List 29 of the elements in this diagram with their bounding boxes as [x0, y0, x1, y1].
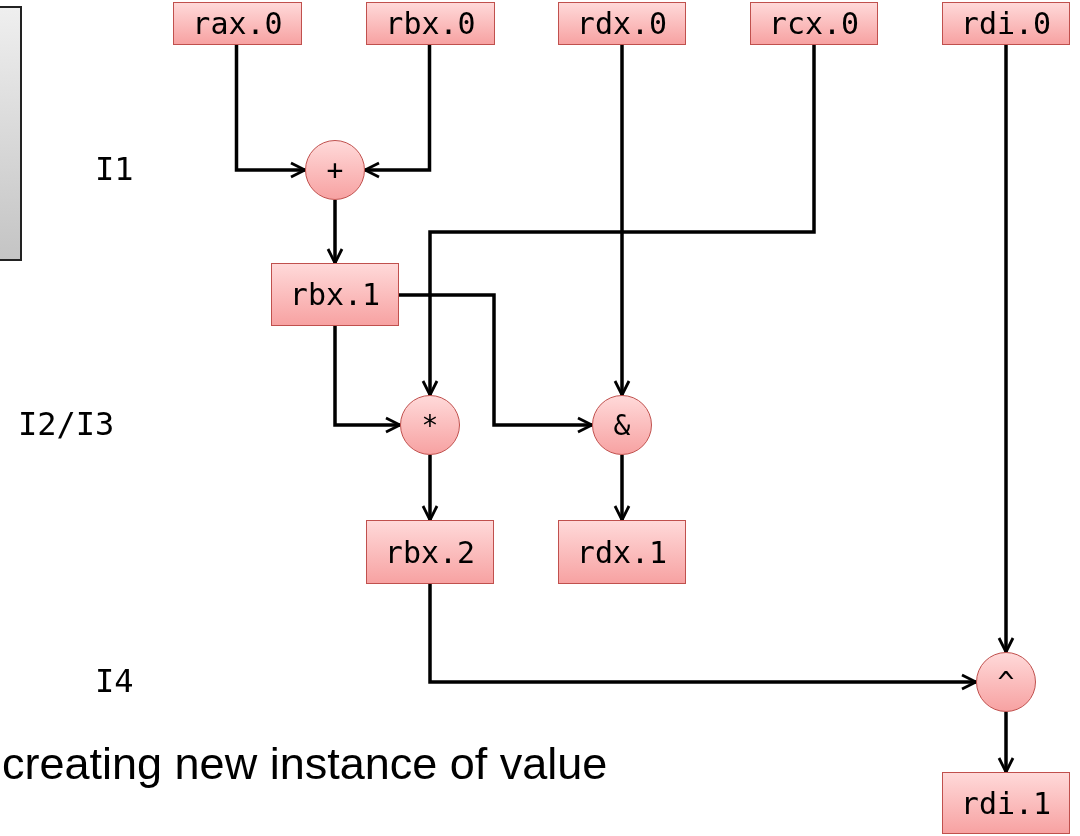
operator-circle: + [305, 140, 365, 200]
arrow [234, 45, 307, 179]
arrow [613, 45, 631, 397]
arrow [997, 712, 1015, 774]
register-box: rcx.0 [750, 2, 878, 45]
arrow [421, 455, 439, 522]
arrow [399, 293, 594, 434]
register-box: rax.0 [173, 2, 302, 45]
arrow [613, 455, 631, 522]
register-box: rdi.1 [942, 772, 1070, 834]
register-box: rbx.1 [271, 263, 399, 326]
operator-circle: & [592, 395, 652, 455]
register-box: rbx.0 [366, 2, 495, 45]
stage-label: I4 [95, 662, 134, 700]
operator-circle: ^ [976, 652, 1036, 712]
register-box: rbx.2 [366, 520, 494, 584]
body-text: creating new instance of value [2, 738, 608, 790]
stage-label: I1 [95, 150, 134, 188]
arrow [428, 584, 978, 691]
arrow [421, 45, 816, 397]
arrow [363, 45, 432, 179]
arrow [333, 326, 402, 434]
register-box: rdi.0 [942, 2, 1070, 45]
arrow [326, 200, 344, 265]
arrow [997, 45, 1015, 654]
register-box: rdx.1 [558, 520, 686, 584]
stage-label: I2/I3 [18, 405, 115, 443]
operator-circle: * [400, 395, 460, 455]
register-box: rdx.0 [558, 2, 686, 45]
